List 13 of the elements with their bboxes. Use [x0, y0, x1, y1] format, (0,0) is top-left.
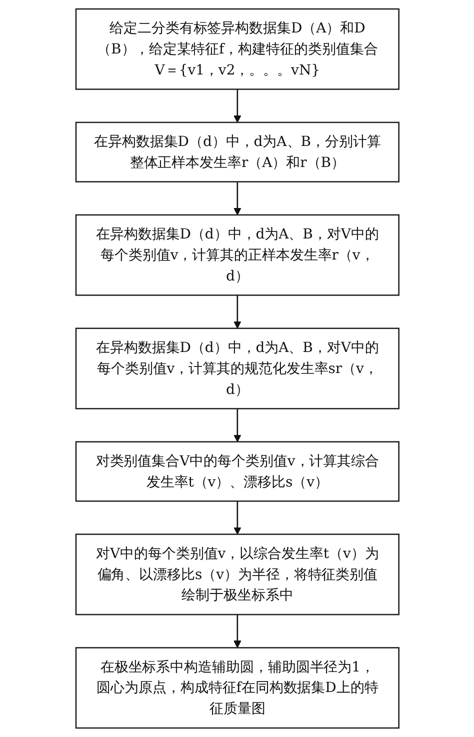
- arrow: [233, 408, 241, 442]
- node-box: 在极坐标系中构造辅助圆，辅助圆半径为1，圆心为原点，构成特征f在同构数据集D上的特征质量图: [74, 647, 400, 729]
- arrow: [233, 182, 241, 216]
- arrow: [233, 501, 241, 535]
- node-box: 在异构数据集D（d）中，d为A、B，对V中的每个类别值v，计算其的正样本发生率r（v，d）: [74, 214, 400, 296]
- node-box: 在异构数据集D（d）中，d为A、B，分别计算整体正样本发生率r（A）和r（B）: [74, 122, 400, 182]
- node-box: 在异构数据集D（d）中，d为A、B，对V中的每个类别值v，计算其的规范化发生率sr（v，d）: [74, 328, 400, 410]
- node-box: 给定二分类有标签异构数据集D（A）和D（B），给定某特征f，构建特征的类别值集合V＝{v1，v2，。。。vN}: [74, 8, 400, 90]
- node-box: 对类别值集合V中的每个类别值v，计算其综合发生率t（v）、漂移比s（v）: [74, 441, 400, 502]
- node-box: 对V中的每个类别值v，以综合发生率t（v）为偏角、以漂移比s（v）为半径，将特征类别值绘制于极坐标系中: [74, 534, 400, 616]
- arrow: [233, 89, 241, 123]
- arrow: [233, 295, 241, 329]
- arrow: [233, 614, 241, 648]
